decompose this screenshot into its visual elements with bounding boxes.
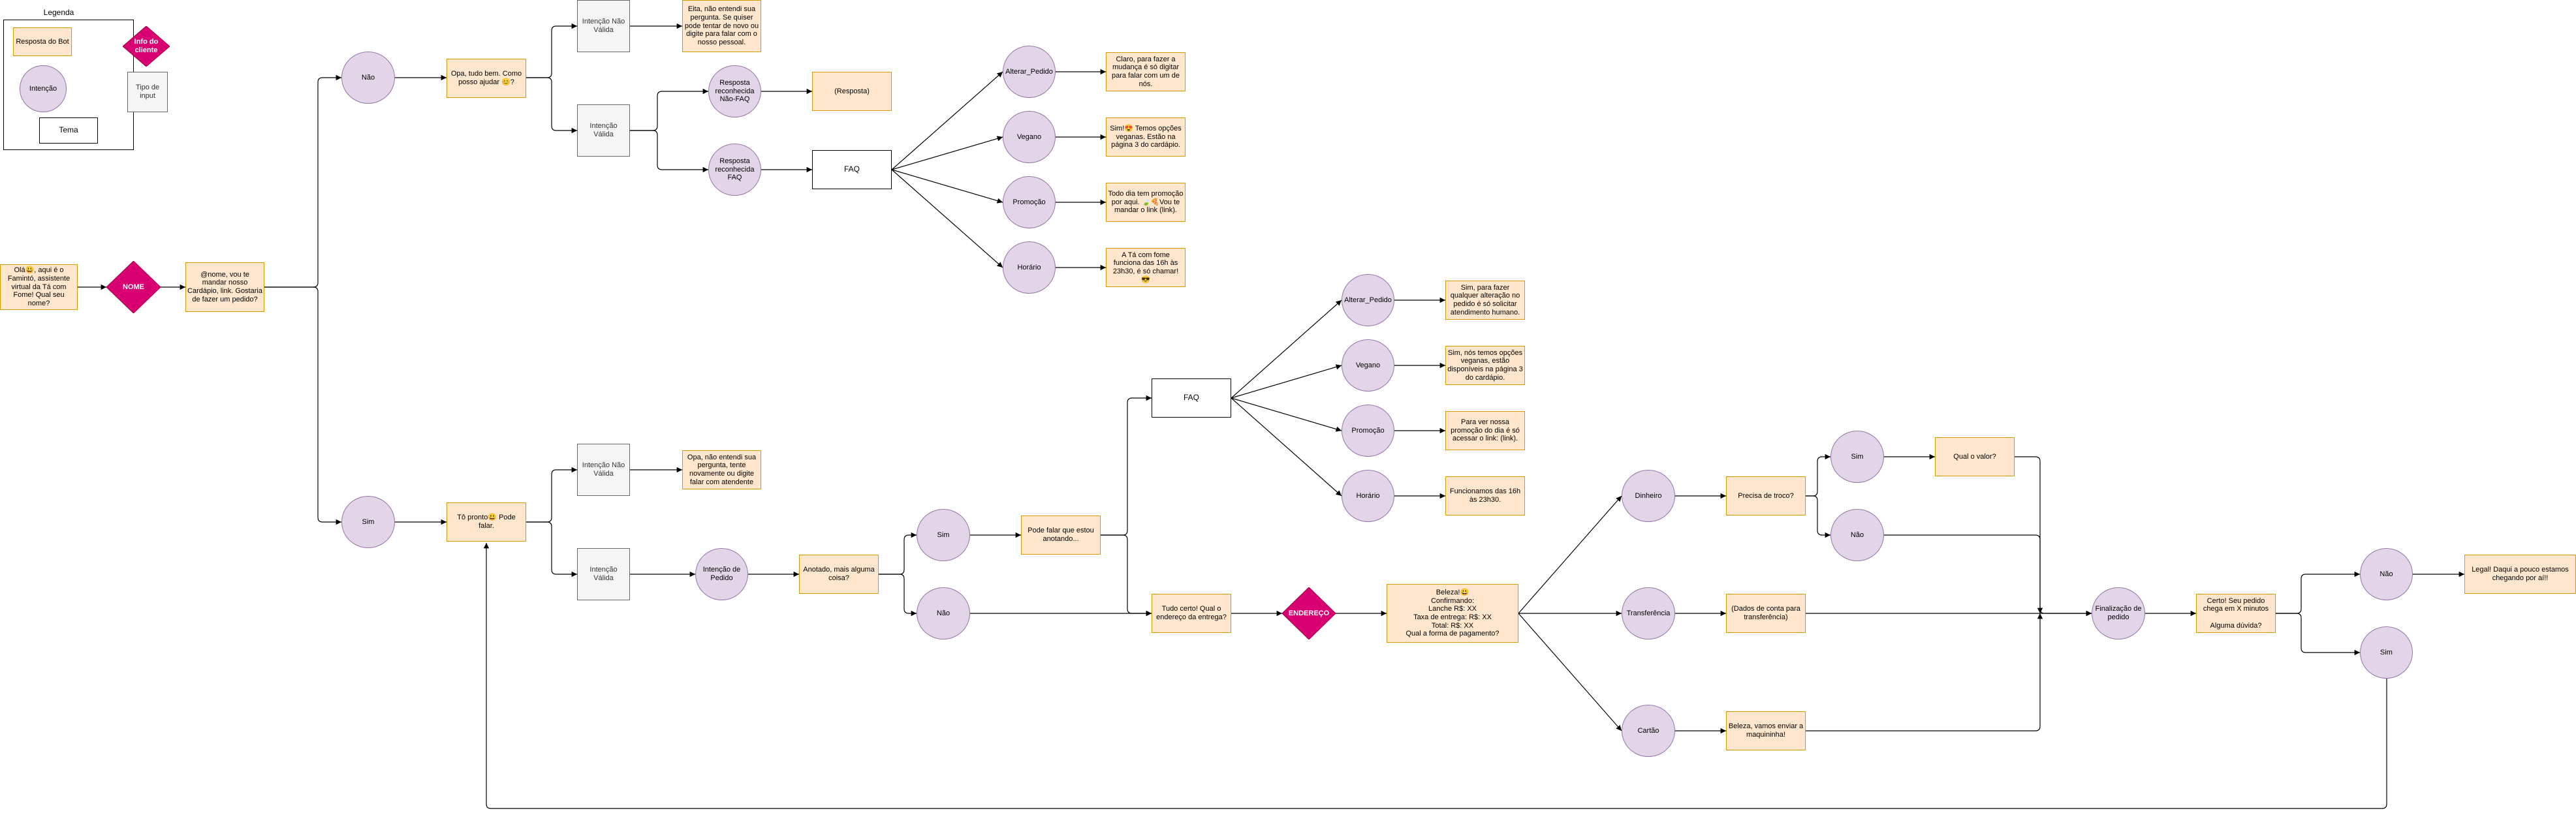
promo-response-bottom[interactable]: Para ver nossa promoção do dia é só aces… — [1445, 411, 1525, 450]
legend-input-type: Tipo de input — [127, 72, 168, 112]
alterar-response-bottom[interactable]: Sim, para fazer qualquer alteração no pe… — [1445, 281, 1525, 320]
faq-intent[interactable]: Resposta reconhecida FAQ — [708, 144, 761, 196]
vegano-intent-top[interactable]: Vegano — [1003, 111, 1056, 163]
cartao-intent[interactable]: Cartão — [1622, 705, 1675, 757]
opa-tudo-bem-node[interactable]: Opa, tudo bem. Como posso ajudar 😊? — [447, 59, 526, 98]
promo-intent-top[interactable]: Promoção — [1003, 176, 1056, 228]
nonfaq-intent[interactable]: Resposta reconhecida Não-FAQ — [708, 65, 761, 117]
fim-nao-intent[interactable]: Não — [2360, 548, 2413, 600]
qual-valor-node[interactable]: Qual o valor? — [1935, 437, 2015, 476]
sim-intent[interactable]: Sim — [341, 496, 395, 548]
promo-response-top[interactable]: Todo dia tem promoção por aqui. 🍃🍕Vou te… — [1106, 183, 1186, 222]
faq-theme-top[interactable]: FAQ — [812, 150, 892, 189]
bottom-invalid-input[interactable]: Intenção Não Válida — [577, 444, 630, 496]
alterar-response-top[interactable]: Claro, para fazer a mudança é só digitar… — [1106, 52, 1186, 91]
alterar-intent-bottom[interactable]: Alterar_Pedido — [1342, 274, 1394, 326]
nome-node[interactable]: NOME — [106, 261, 161, 313]
certo-pedido-node[interactable]: Certo! Seu pedido chega em X minutos Alg… — [2196, 594, 2276, 633]
nonfaq-response[interactable]: (Resposta) — [812, 72, 892, 111]
maquininha-node[interactable]: Beleza, vamos enviar a maquininha! — [1726, 711, 1806, 750]
mais-sim-intent[interactable]: Sim — [917, 509, 970, 561]
legend-title: Legenda — [43, 8, 74, 17]
top-invalid-response[interactable]: Eita, não entendi sua pergunta. Se quise… — [682, 0, 761, 52]
legal-node[interactable]: Legal! Daqui a pouco estamos chegando po… — [2464, 555, 2576, 594]
horario-intent-top[interactable]: Horário — [1003, 241, 1056, 294]
top-valid-input[interactable]: Intenção Válida — [577, 104, 630, 157]
faq-theme-bottom[interactable]: FAQ — [1152, 378, 1231, 418]
bottom-valid-input[interactable]: Intenção Válida — [577, 548, 630, 600]
vegano-response-top[interactable]: Sim!😍 Temos opções veganas. Estão na pág… — [1106, 117, 1186, 157]
legend-theme: Tema — [39, 117, 98, 144]
horario-response-bottom[interactable]: Funcionamos das 16h às 23h30. — [1445, 476, 1525, 515]
fim-sim-intent[interactable]: Sim — [2360, 626, 2413, 679]
dinheiro-intent[interactable]: Dinheiro — [1622, 470, 1675, 522]
alterar-intent-top[interactable]: Alterar_Pedido — [1003, 46, 1056, 98]
legend-intent: Intenção — [20, 65, 67, 112]
greeting-node[interactable]: Olá😃, aqui é o Famintó, assistente virtu… — [0, 264, 78, 310]
transferencia-intent[interactable]: Transferência — [1622, 587, 1675, 639]
finalizacao-intent[interactable]: Finalização de pedido — [2092, 587, 2145, 639]
endereco-node[interactable]: ENDEREÇO — [1282, 587, 1336, 639]
troco-sim-intent[interactable]: Sim — [1830, 431, 1884, 483]
vegano-response-bottom[interactable]: Sim, nós temos opções veganas, estão dis… — [1445, 346, 1525, 385]
nao-intent[interactable]: Não — [341, 52, 395, 104]
promo-intent-bottom[interactable]: Promoção — [1342, 405, 1394, 457]
beleza-confirm-node[interactable]: Beleza!😃 Confirmando: Lanche R$: XX Taxa… — [1387, 584, 1518, 643]
tudo-certo-node[interactable]: Tudo certo! Qual o endereço da entrega? — [1152, 594, 1231, 633]
bottom-invalid-response[interactable]: Opa, não entendi sua pergunta, tente nov… — [682, 450, 761, 489]
troco-node[interactable]: Precisa de troco? — [1726, 476, 1806, 515]
dados-conta-node[interactable]: (Dados de conta para transferência) — [1726, 594, 1806, 633]
top-invalid-input[interactable]: Intenção Não Válida — [577, 0, 630, 52]
ask-order-node[interactable]: @nome, vou te mandar nosso Cardápio, lin… — [185, 262, 264, 312]
pode-falar-node[interactable]: Pode falar que estou anotando... — [1021, 515, 1101, 555]
legend-bot-response: Resposta do Bot — [13, 27, 72, 56]
mais-nao-intent[interactable]: Não — [917, 587, 970, 639]
anotado-node[interactable]: Anotado, mais alguma coisa? — [799, 555, 879, 594]
troco-nao-intent[interactable]: Não — [1830, 509, 1884, 561]
horario-intent-bottom[interactable]: Horário — [1342, 470, 1394, 522]
intencao-pedido-intent[interactable]: Intenção de Pedido — [695, 548, 748, 600]
horario-response-top[interactable]: A Tá com fome funciona das 16h às 23h30,… — [1106, 248, 1186, 287]
legend-client-info: Info do cliente — [123, 26, 170, 67]
to-pronto-node[interactable]: Tô pronto😃 Pode falar. — [447, 502, 526, 542]
vegano-intent-bottom[interactable]: Vegano — [1342, 339, 1394, 392]
